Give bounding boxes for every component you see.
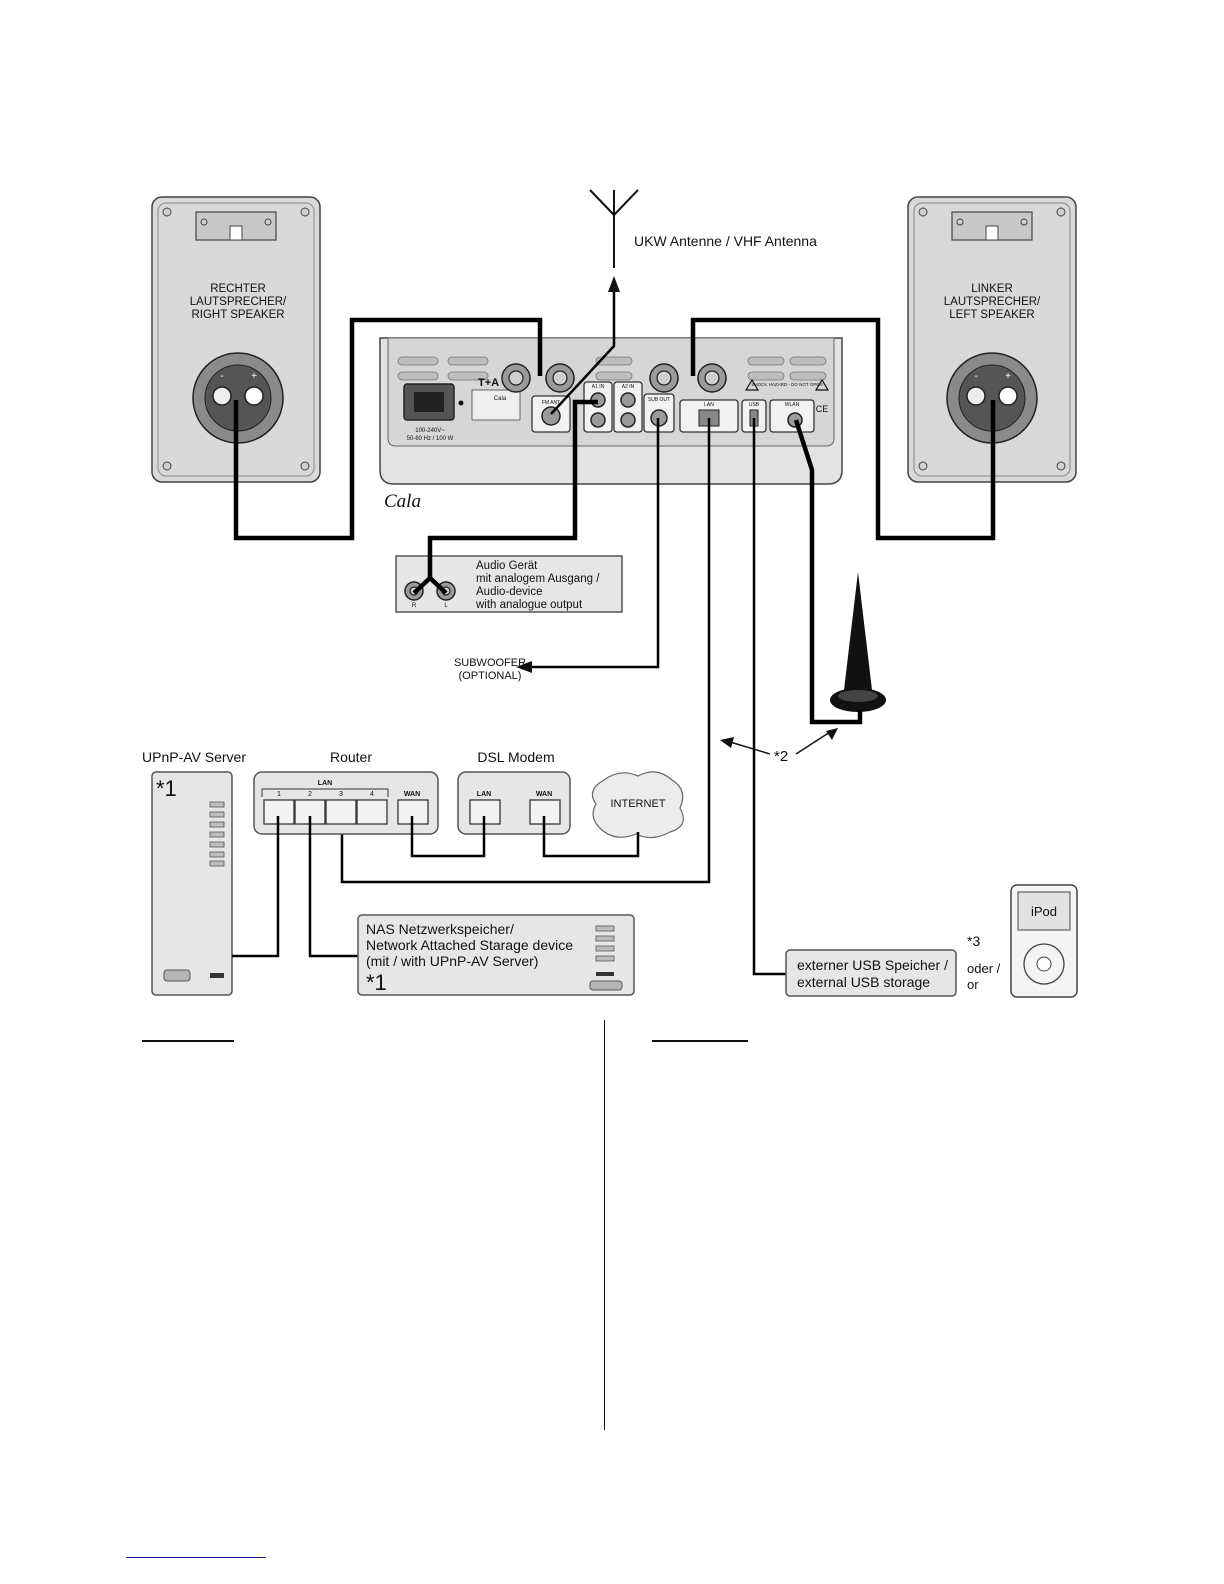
- right-speaker: RECHTER LAUTSPRECHER/ RIGHT SPEAKER - +: [151, 196, 321, 483]
- right-speaker-label-line1: RECHTER: [210, 283, 266, 295]
- internet-label: INTERNET: [611, 798, 666, 810]
- router-lan-label: LAN: [318, 780, 332, 787]
- a2-in-l-jack[interactable]: [620, 392, 636, 408]
- audio-device-label-line1: Audio Gerät: [476, 560, 538, 572]
- wlan-wire: [793, 419, 863, 725]
- router-lan-port-3[interactable]: [325, 799, 357, 825]
- cala-back-panel: 100-240V~ 50-60 Hz / 100 W T+A Cala FM A…: [379, 337, 843, 485]
- audio-device-label-line3: Audio-device: [476, 586, 542, 598]
- right-speaker-label-line2: LAUTSPRECHER/: [190, 296, 287, 308]
- warning-icon: [744, 378, 760, 391]
- cala-logo: Cala: [384, 491, 421, 512]
- modem-lan-label: LAN: [477, 791, 491, 798]
- router-port1-label: 1: [277, 791, 281, 798]
- column-divider: [604, 1020, 605, 1430]
- network-wires: [232, 816, 640, 958]
- nas-label-line2: Network Attached Starage device: [366, 937, 573, 953]
- router-lan-port-4[interactable]: [356, 799, 388, 825]
- nas-label-line1: NAS Netzwerkspeicher/: [366, 921, 514, 937]
- internet-cloud-icon: [591, 771, 684, 839]
- section-heading-rule-left: [142, 1040, 234, 1042]
- audio-device-label-line4: with analogue output: [475, 599, 583, 611]
- fm-ant-label: FM ANT: [542, 400, 560, 406]
- mains-spec: 100-240V~: [415, 428, 445, 434]
- footnote-rule: [126, 1557, 266, 1558]
- upnp-server-label: UPnP-AV Server: [142, 749, 246, 765]
- or-label: or: [967, 977, 979, 992]
- warning-text: SHOCK HAZARD - DO NOT OPEN: [751, 382, 822, 387]
- upnp-server: [151, 771, 233, 996]
- note2-label: *2: [774, 748, 788, 765]
- audio-device-label-line2: mit analogem Ausgang /: [476, 573, 600, 585]
- audio-device: R L Audio Gerät mit analogem Ausgang / A…: [395, 555, 623, 613]
- usb-label: USB: [749, 402, 760, 408]
- note1-label-server: *1: [156, 776, 177, 801]
- a2-in-r-jack[interactable]: [620, 412, 636, 428]
- antenna-label: UKW Antenne / VHF Antenna: [634, 233, 817, 249]
- nas-device: [357, 914, 635, 996]
- ipod-label: iPod: [1031, 904, 1057, 919]
- brand-logo: T+A: [478, 377, 499, 389]
- warning-icon: [814, 378, 830, 391]
- router: LAN 1 2 3 4 WAN: [253, 771, 439, 835]
- subwoofer-wire: [516, 418, 660, 673]
- router-port2-label: 2: [308, 791, 312, 798]
- speaker-terminal-plus[interactable]: [244, 386, 264, 406]
- subwoofer-label-line1: SUBWOOFER: [454, 657, 526, 669]
- dsl-modem-label: DSL Modem: [477, 749, 554, 765]
- port-r-label: R: [412, 603, 417, 609]
- svg-text:-: -: [974, 371, 977, 382]
- router-port4-label: 4: [370, 791, 374, 798]
- wlan-label: WLAN: [785, 402, 800, 408]
- lan-label: LAN: [704, 402, 714, 408]
- right-speaker-label-line3: RIGHT SPEAKER: [191, 309, 284, 321]
- a1-in-label: A1 IN: [592, 384, 605, 390]
- svg-text:+: +: [1005, 371, 1011, 382]
- fm-antenna-jack[interactable]: [541, 406, 561, 426]
- modem-wan-label: WAN: [536, 791, 552, 798]
- a2-in-label: A2 IN: [622, 384, 635, 390]
- note1-label-nas: *1: [366, 970, 387, 995]
- section-heading-rule-right: [652, 1040, 748, 1042]
- svg-text:-: -: [220, 371, 223, 382]
- panel-model: Cala: [494, 396, 507, 402]
- ce-mark: CE: [816, 404, 829, 414]
- subwoofer-label-line2: (OPTIONAL): [459, 670, 522, 682]
- usb-storage: [785, 949, 957, 997]
- left-speaker-label-line2: LAUTSPRECHER/: [944, 296, 1041, 308]
- speaker-terminal-plus[interactable]: [998, 386, 1018, 406]
- speaker-terminal-minus[interactable]: [966, 386, 986, 406]
- router-label: Router: [330, 749, 372, 765]
- note3-label: *3: [967, 933, 980, 949]
- speaker-terminal-minus[interactable]: [212, 386, 232, 406]
- port-l-label: L: [444, 603, 448, 609]
- audio-device-wire: [412, 399, 598, 595]
- wlan-antenna-icon: [830, 572, 886, 712]
- oder-label: oder /: [967, 961, 1001, 976]
- mains-spec-2: 50-60 Hz / 100 W: [407, 436, 454, 442]
- usb-storage-label-line1: externer USB Speicher /: [797, 957, 948, 973]
- nas-label-line3: (mit / with UPnP-AV Server): [366, 953, 538, 969]
- usb-storage-label-line2: external USB storage: [797, 974, 930, 990]
- vhf-antenna-icon: [589, 189, 639, 268]
- router-port3-label: 3: [339, 791, 343, 798]
- svg-text:+: +: [251, 371, 257, 382]
- sub-out-label: SUB OUT: [648, 397, 670, 403]
- router-wan-label: WAN: [404, 791, 420, 798]
- note2-arrows: [720, 728, 838, 755]
- ipod-icon: [1010, 884, 1078, 998]
- lan-wire: [340, 418, 711, 884]
- a1-in-r-jack[interactable]: [590, 412, 606, 428]
- left-speaker-label-line1: LINKER: [971, 283, 1013, 295]
- antenna-wire: [550, 276, 620, 415]
- left-speaker: LINKER LAUTSPRECHER/ LEFT SPEAKER - +: [907, 196, 1077, 483]
- usb-wire: [752, 418, 788, 976]
- dsl-modem: LAN WAN: [457, 771, 571, 835]
- left-speaker-label-line3: LEFT SPEAKER: [949, 309, 1034, 321]
- speaker-wires: [233, 317, 996, 541]
